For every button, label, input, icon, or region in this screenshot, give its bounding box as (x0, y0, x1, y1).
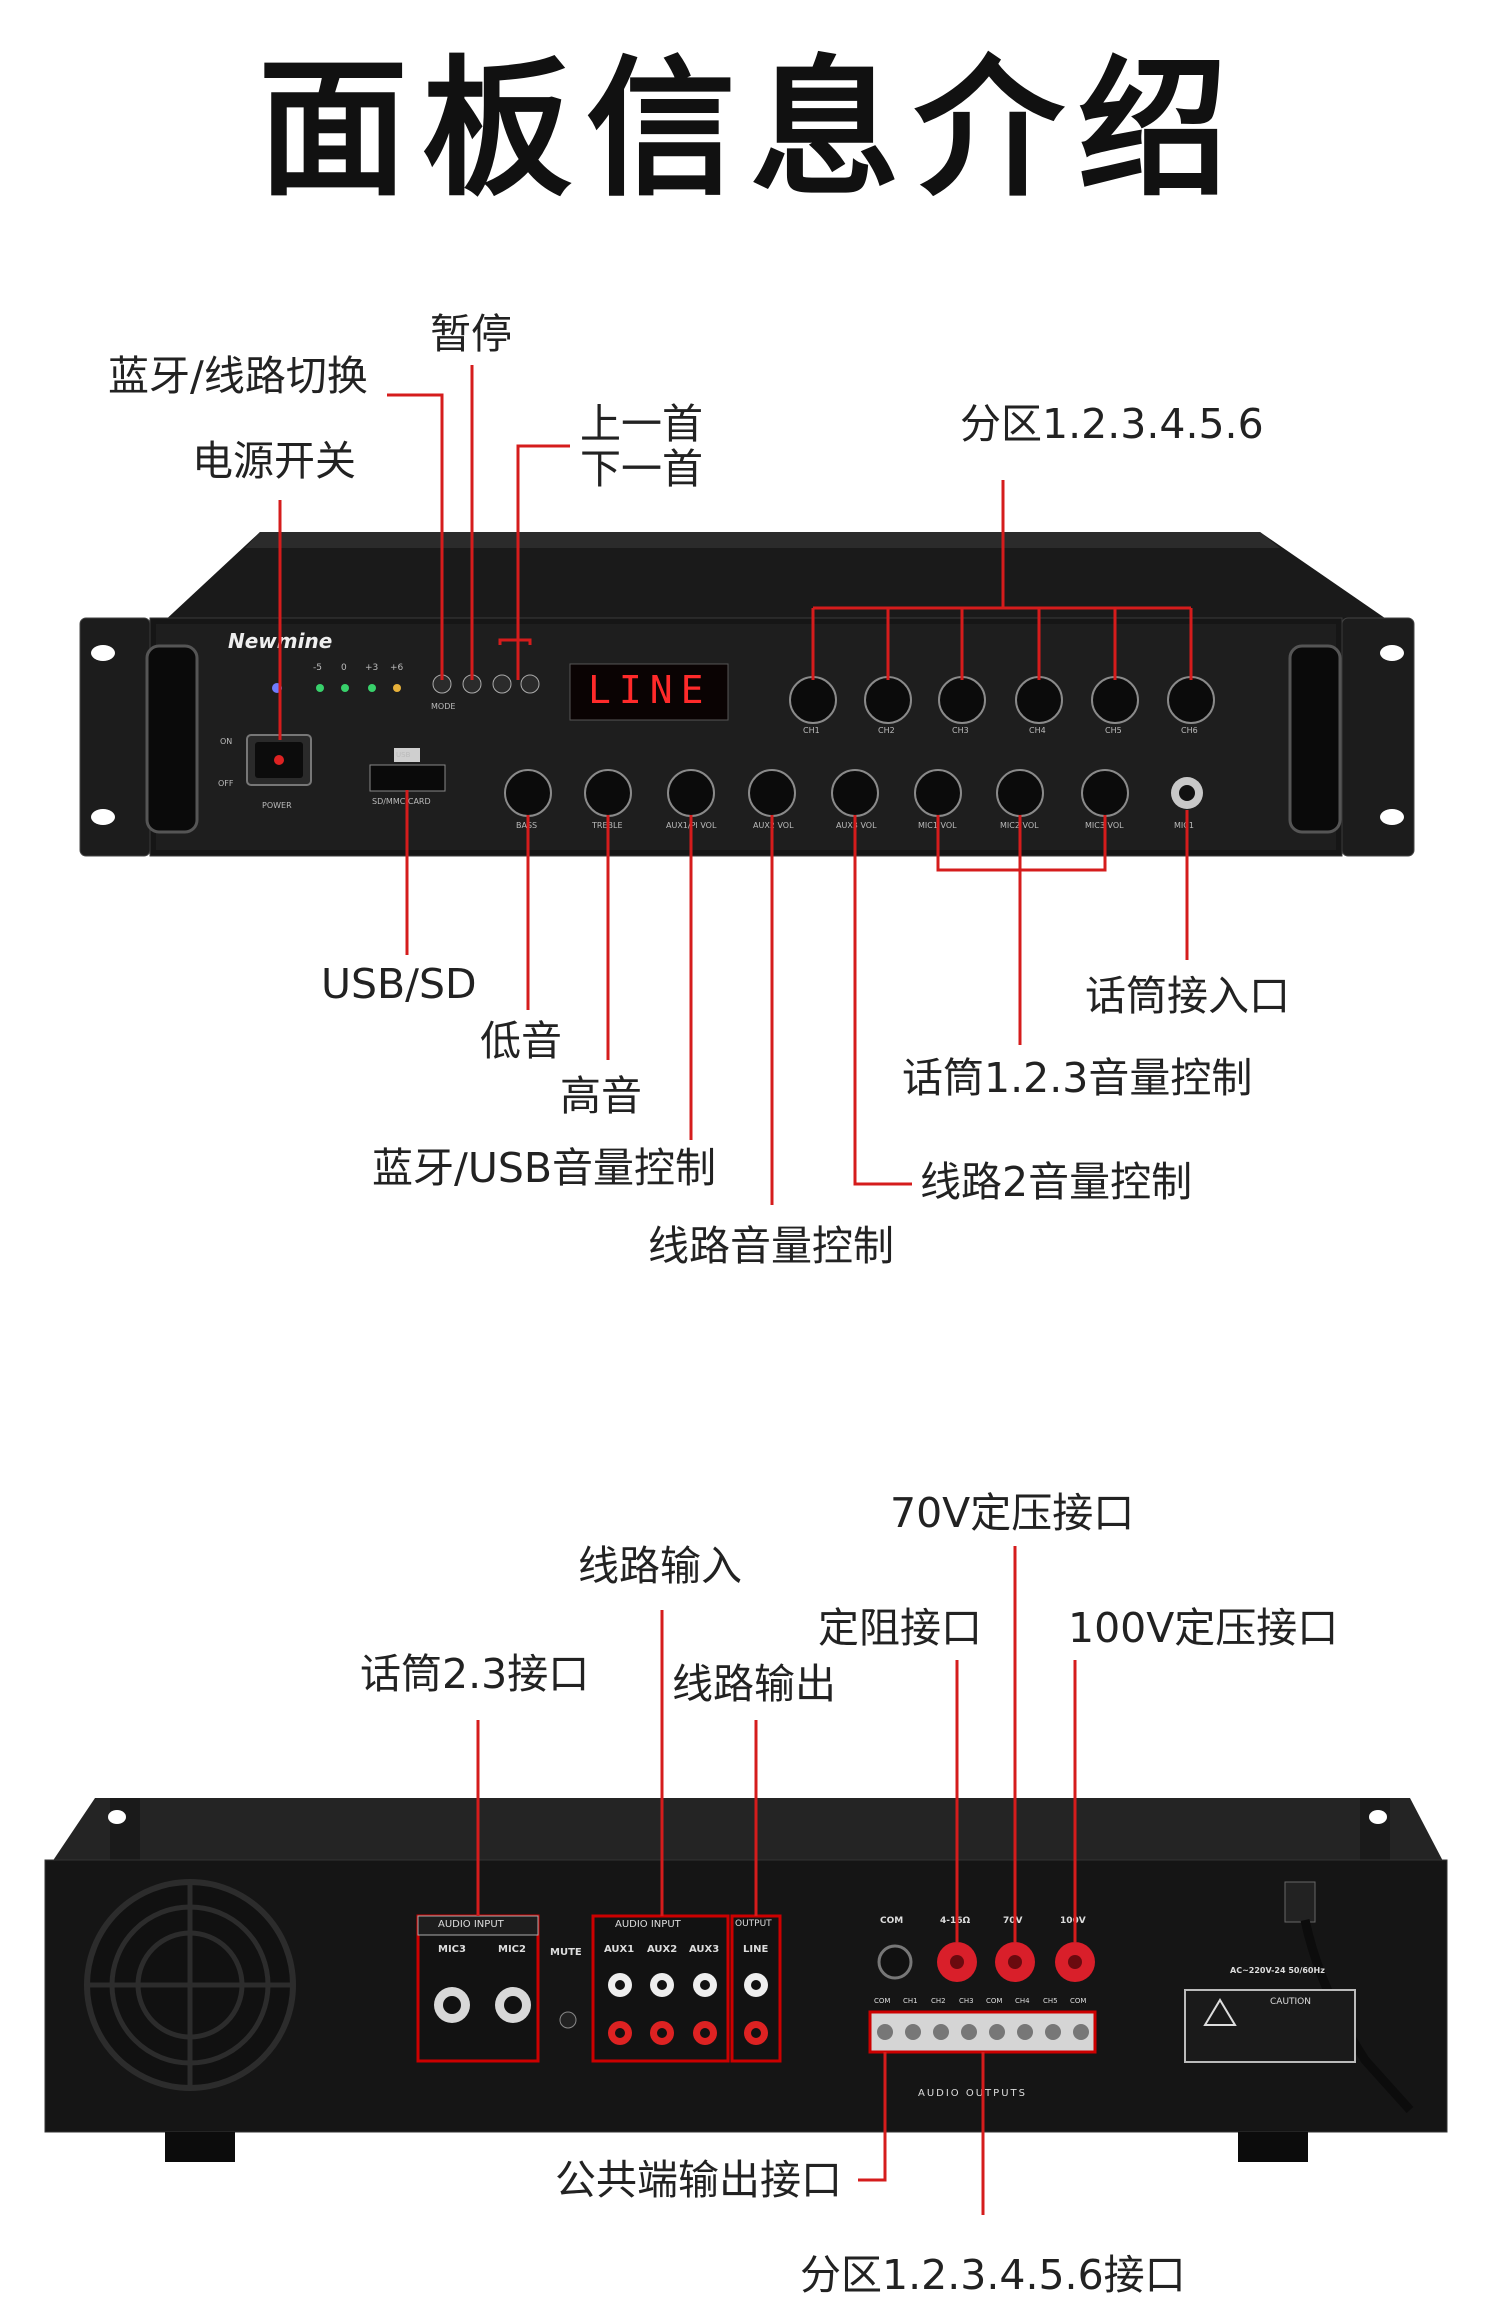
callout-prev-track: 上一首 (580, 400, 703, 448)
zone-knob-label: CH3 (952, 726, 969, 735)
callout-70v: 70V定压接口 (890, 1489, 1135, 1537)
audio-input-label: AUDIO INPUT (438, 1919, 504, 1930)
page-title: 面板信息介绍 (257, 43, 1242, 217)
output-label: OUTPUT (735, 1919, 772, 1929)
mode-label: MODE (431, 702, 456, 711)
callout-line-input: 线路输入 (578, 1542, 742, 1590)
callout-mic-input: 话筒接入口 (1085, 972, 1290, 1020)
callout-fixed-impedance: 定阻接口 (818, 1604, 982, 1652)
zone-terminal-label: CH4 (1015, 1997, 1030, 2005)
zone-knob-label: CH1 (803, 726, 820, 735)
audio-outputs-label: AUDIO OUTPUTS (918, 2088, 1027, 2099)
callout-line-output: 线路输出 (672, 1660, 836, 1708)
callout-zone-output: 分区1.2.3.4.5.6接口 (800, 2251, 1186, 2299)
callout-bt-line-switch: 蓝牙/线路切换 (108, 352, 368, 400)
power-off-label: OFF (218, 779, 234, 788)
zone-knob-label: CH2 (878, 726, 895, 735)
aux2-jack-label: AUX2 (647, 1944, 678, 1955)
card-label: SD/MMC CARD (372, 797, 431, 806)
zone-knob-label: CH5 (1105, 726, 1122, 735)
caution-label: CAUTION (1270, 1997, 1311, 2007)
level-led-label: -5 (313, 663, 322, 673)
callout-common-output: 公共端输出接口 (555, 2156, 842, 2204)
display-readout: LINE (588, 668, 712, 712)
impedance-terminal-label: 4-16Ω (940, 1916, 971, 1926)
zone-knob-label: CH6 (1181, 726, 1198, 735)
callout-mic123-volume: 话筒1.2.3音量控制 (902, 1054, 1253, 1102)
callout-pause: 暂停 (430, 310, 512, 358)
zone-terminal-label: CH5 (1043, 1997, 1058, 2005)
mic2-jack-label: MIC2 (498, 1944, 526, 1955)
mic-jack-label: MIC1 (1174, 821, 1194, 830)
level-led-label: +3 (365, 663, 379, 673)
callout-bt-usb-volume: 蓝牙/USB音量控制 (372, 1144, 716, 1192)
power-label: POWER (262, 801, 292, 810)
zone-terminal-label: CH3 (959, 1997, 974, 2005)
level-led-label: 0 (341, 663, 347, 673)
callout-bass: 低音 (480, 1017, 562, 1065)
com-terminal-label: COM (880, 1916, 904, 1926)
zone-terminal-label: COM (874, 1997, 891, 2005)
zone-knob-label: CH4 (1029, 726, 1046, 735)
line-out-label: LINE (743, 1944, 769, 1955)
power-input-label: AC~220V-24 50/60Hz (1230, 1966, 1325, 1975)
zone-terminal-label: CH1 (903, 1997, 918, 2005)
zone-terminal-label: COM (1070, 1997, 1087, 2005)
callout-usb-sd: USB/SD (321, 960, 477, 1008)
callout-treble: 高音 (560, 1072, 642, 1120)
power-on-label: ON (220, 737, 233, 746)
callout-power-switch: 电源开关 (192, 437, 356, 485)
v100-terminal-label: 100V (1060, 1916, 1086, 1926)
aux3-jack-label: AUX3 (689, 1944, 720, 1955)
zone-terminal-label: CH2 (931, 1997, 946, 2005)
callout-100v: 100V定压接口 (1068, 1604, 1339, 1652)
v70-terminal-label: 70V (1003, 1916, 1023, 1926)
mic3-jack-label: MIC3 (438, 1944, 466, 1955)
mute-label: MUTE (550, 1947, 582, 1958)
level-led-label: +6 (390, 663, 404, 673)
audio-input-label: AUDIO INPUT (615, 1919, 681, 1930)
usb-label: USB (396, 751, 411, 759)
callout-mic23: 话筒2.3接口 (360, 1650, 590, 1698)
callout-line-volume: 线路音量控制 (648, 1222, 894, 1270)
zone-terminal-label: COM (986, 1997, 1003, 2005)
callout-zones: 分区1.2.3.4.5.6 (960, 400, 1264, 448)
callout-next-track: 下一首 (580, 445, 703, 493)
aux1-jack-label: AUX1 (604, 1944, 635, 1955)
callout-line2-volume: 线路2音量控制 (920, 1158, 1193, 1206)
